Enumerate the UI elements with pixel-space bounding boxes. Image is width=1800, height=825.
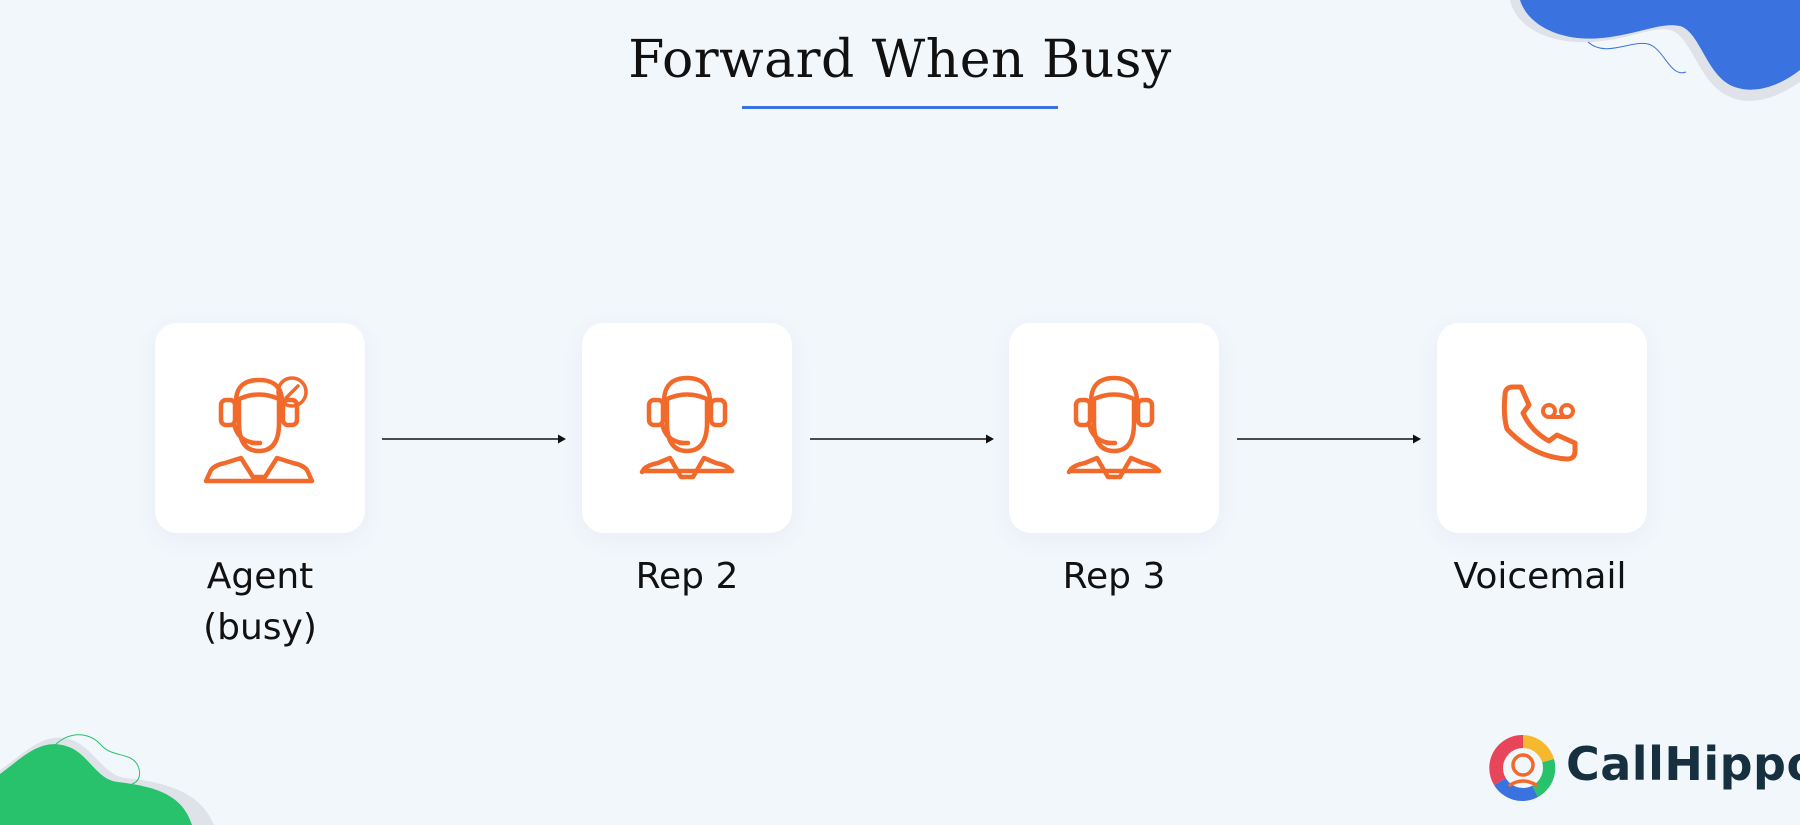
step-label-line1: Voicemail bbox=[1453, 556, 1627, 597]
headset-agent-icon bbox=[1066, 375, 1162, 480]
step-label-line1: Rep 3 bbox=[1062, 556, 1166, 597]
flow-arrow-2 bbox=[810, 434, 994, 444]
step-label-line2: (busy) bbox=[203, 607, 317, 648]
callhippo-logo-text: CallHippo bbox=[1566, 737, 1800, 791]
phone-voicemail-icon bbox=[1501, 384, 1578, 462]
step-label-rep-3: Rep 3 bbox=[984, 551, 1244, 602]
step-label-line1: Agent bbox=[206, 556, 314, 597]
diagram-title: Forward When Busy bbox=[628, 30, 1172, 90]
step-card-agent-busy bbox=[155, 323, 365, 533]
step-card-rep-3 bbox=[1009, 323, 1219, 533]
step-label-voicemail: Voicemail bbox=[1410, 551, 1670, 602]
bottom-left-blob bbox=[0, 734, 214, 825]
top-right-blob bbox=[1510, 0, 1800, 101]
callhippo-logo-icon bbox=[1489, 734, 1556, 801]
title-underline bbox=[742, 106, 1058, 109]
step-label-agent-busy: Agent (busy) bbox=[130, 551, 390, 653]
agent-busy-icon bbox=[203, 376, 315, 484]
flow-arrow-1 bbox=[382, 434, 566, 444]
step-card-rep-2 bbox=[582, 323, 792, 533]
flow-arrow-3 bbox=[1237, 434, 1421, 444]
step-label-line1: Rep 2 bbox=[635, 556, 739, 597]
headset-agent-icon bbox=[639, 375, 735, 480]
step-label-rep-2: Rep 2 bbox=[557, 551, 817, 602]
step-card-voicemail bbox=[1437, 323, 1647, 533]
